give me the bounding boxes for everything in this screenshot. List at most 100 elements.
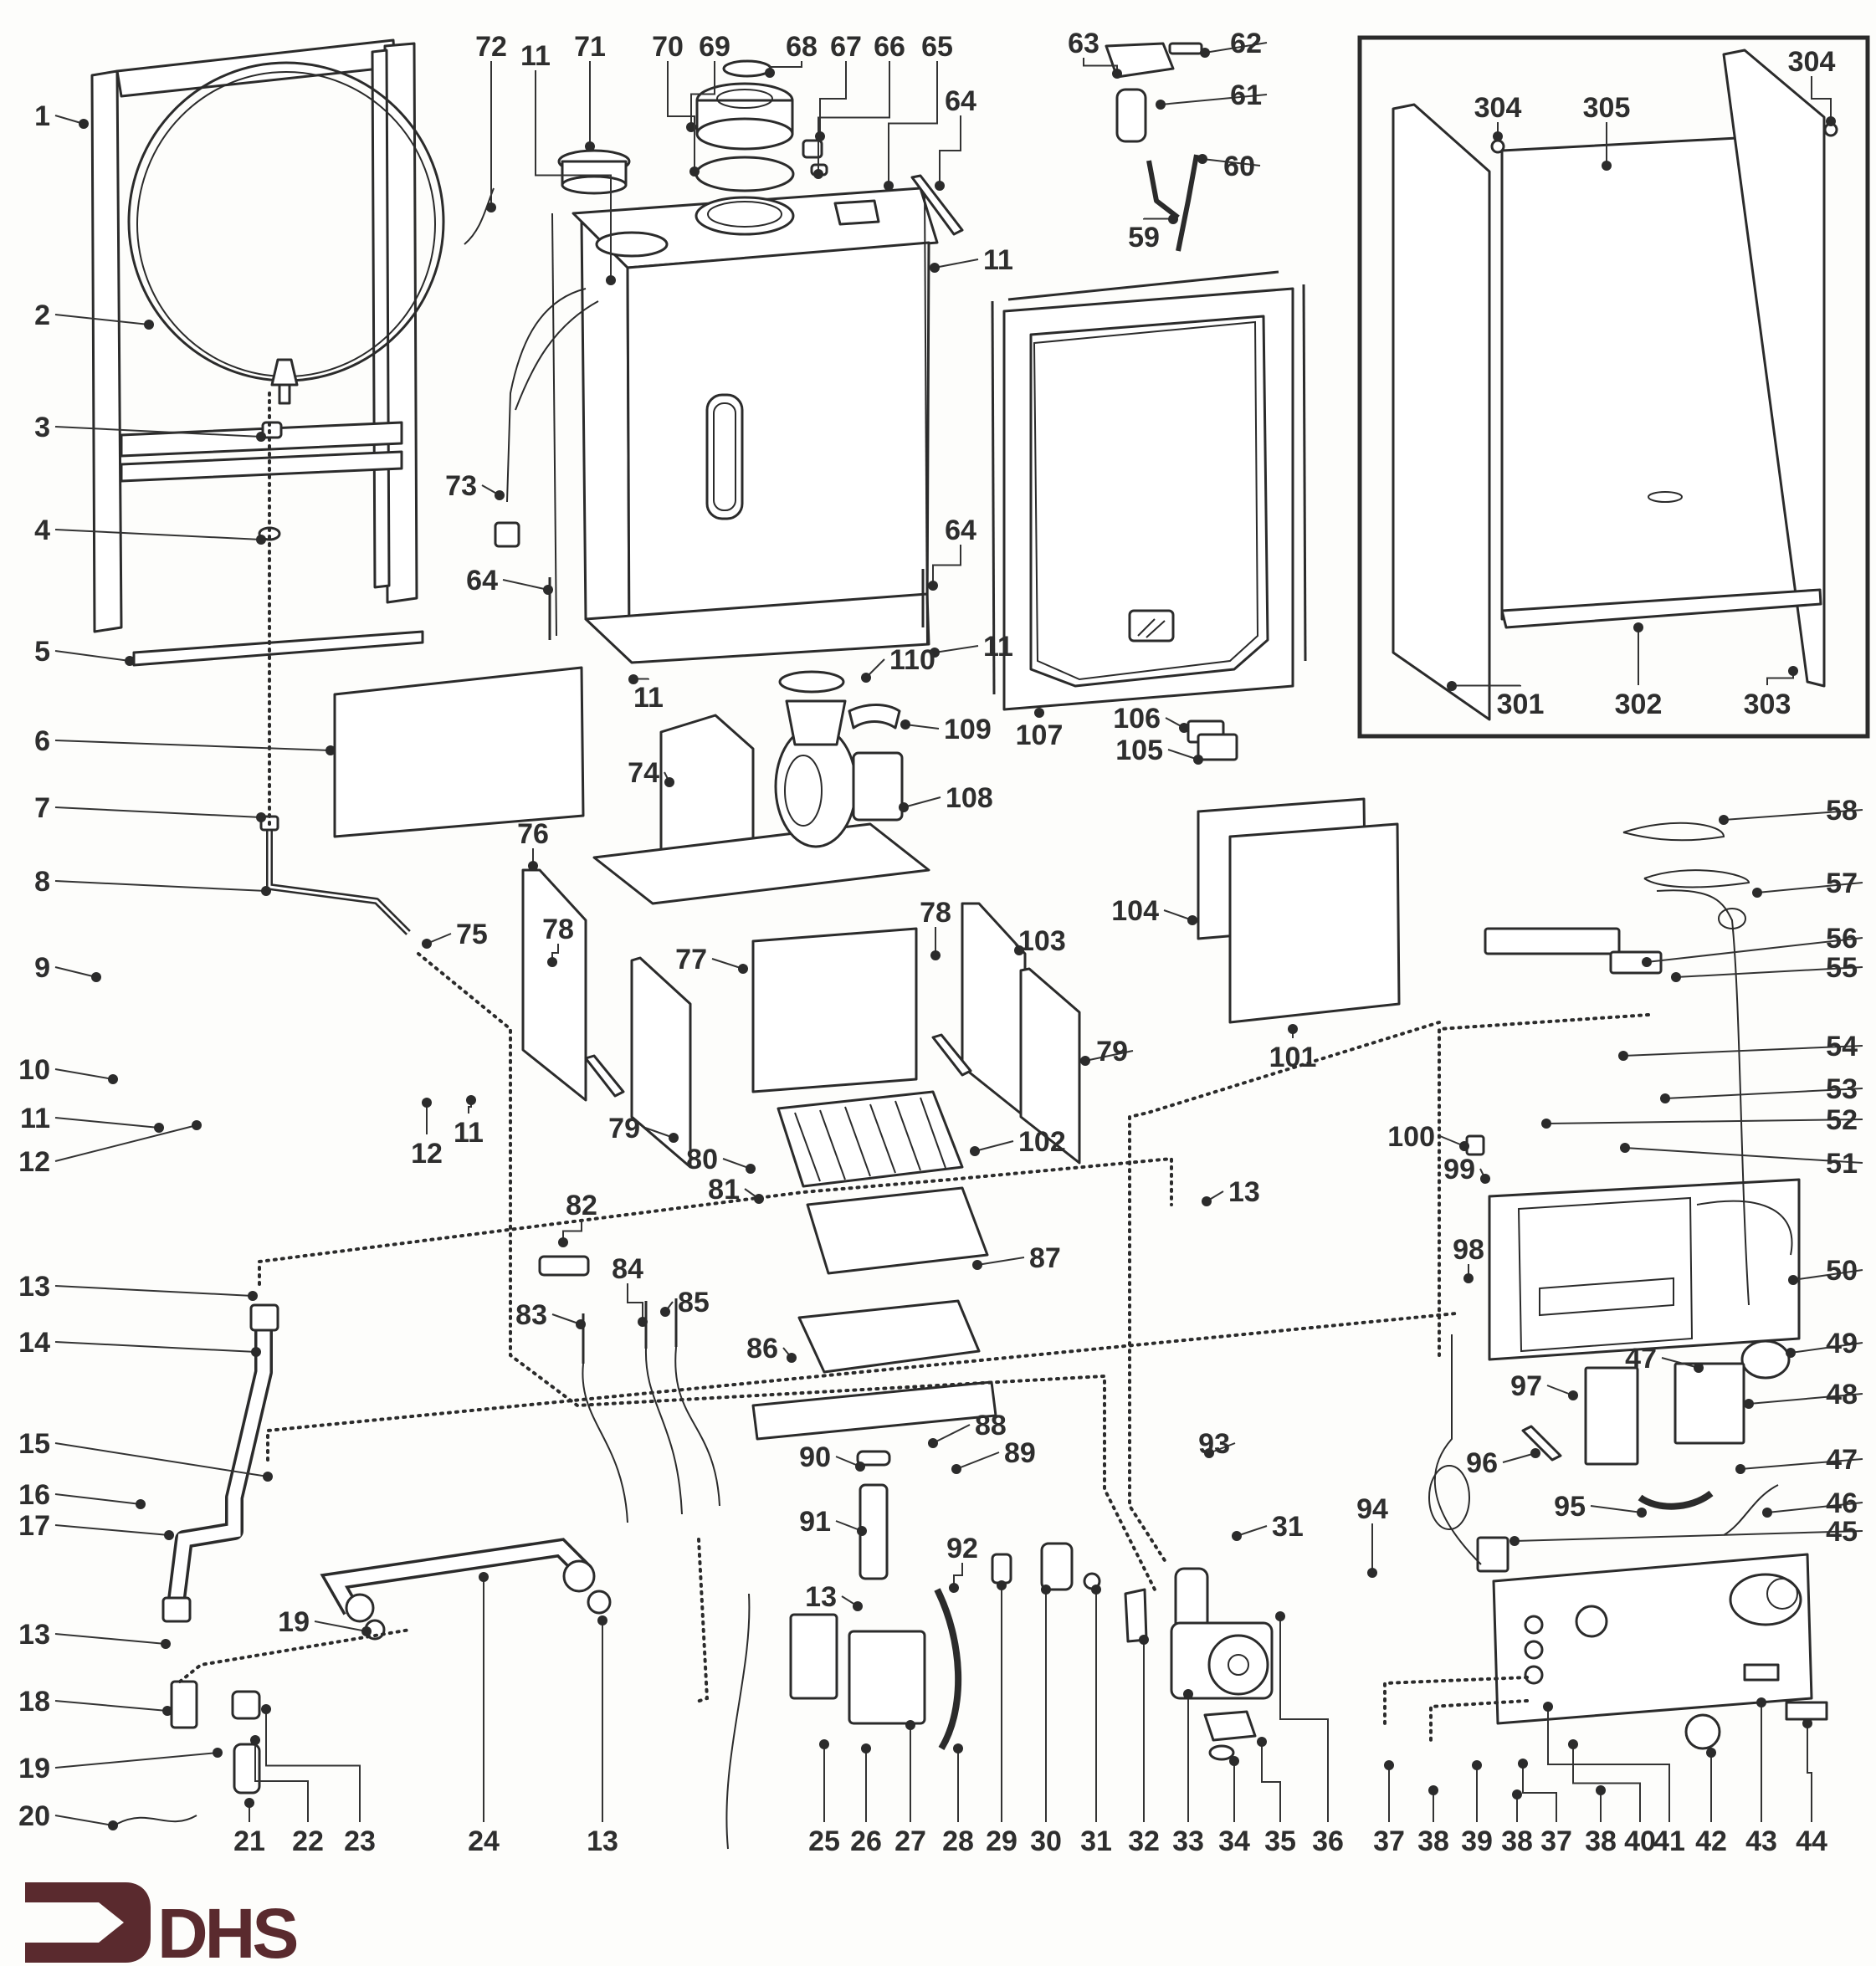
callout-label: 70: [652, 31, 684, 63]
leader-line: [314, 1620, 367, 1632]
callout-label: 47: [1826, 1444, 1858, 1476]
callout-label: 40: [1624, 1825, 1656, 1857]
leader-line: [769, 61, 802, 73]
leader-line: [818, 61, 890, 174]
callout-label: 13: [18, 1271, 50, 1303]
callout-label: 68: [786, 31, 818, 63]
badge-drawing: [1785, 1701, 1828, 1721]
callout-64-1: 64: [935, 85, 976, 191]
callout-dot: [1202, 1196, 1212, 1206]
callout-dot: [479, 1572, 489, 1582]
callout-label: 1: [34, 100, 50, 132]
callout-dot: [256, 535, 266, 545]
callout-42: 42: [1695, 1748, 1727, 1857]
callout-label: 78: [920, 897, 951, 929]
callout-dot: [1034, 708, 1044, 718]
callout-11-2: 11: [520, 40, 616, 285]
callout-label: 99: [1443, 1154, 1475, 1185]
callout-dot: [422, 1098, 432, 1108]
callout-48: 48: [1744, 1379, 1863, 1411]
callout-49: 49: [1786, 1328, 1863, 1359]
callout-dot: [1541, 1119, 1551, 1129]
callout-label: 38: [1585, 1825, 1617, 1857]
callout-dot: [108, 1820, 118, 1830]
callout-dot: [248, 1291, 258, 1301]
callout-dot: [256, 812, 266, 822]
callout-91: 91: [799, 1506, 867, 1538]
callout-96: 96: [1466, 1447, 1540, 1479]
callout-dot: [597, 1615, 607, 1626]
callout-label: 62: [1230, 28, 1262, 59]
callout-13-4: 13: [587, 1615, 618, 1857]
callout-label: 38: [1417, 1825, 1449, 1857]
capillary-drawing: [1656, 889, 1750, 1306]
leader-line: [54, 1524, 170, 1536]
callout-dot: [244, 1798, 254, 1808]
frame-assembly-drawing: [90, 38, 445, 667]
callout-dot: [1596, 1785, 1606, 1795]
callout-13-2: 13: [1202, 1176, 1260, 1208]
callout-label: 14: [18, 1327, 50, 1359]
leader-line: [54, 966, 97, 978]
callout-51: 51: [1620, 1143, 1863, 1180]
leader-line: [1522, 1764, 1557, 1822]
callout-label: 50: [1826, 1255, 1858, 1287]
callout-78-2: 78: [920, 897, 951, 960]
leader-line: [1664, 1088, 1863, 1099]
callout-44: 44: [1796, 1718, 1827, 1857]
callout-54: 54: [1618, 1031, 1863, 1062]
callout-39: 39: [1461, 1760, 1493, 1857]
callout-dot: [951, 1464, 961, 1474]
leader-line: [54, 1442, 269, 1477]
leader-line: [54, 650, 131, 662]
callout-dot: [1183, 1689, 1193, 1699]
callout-56: 56: [1642, 923, 1863, 967]
callout-label: 92: [946, 1533, 978, 1564]
callout-label: 13: [18, 1619, 50, 1651]
leader-line: [690, 61, 715, 127]
callout-dot: [1633, 622, 1643, 632]
callout-dot: [1637, 1508, 1647, 1518]
callout-dot: [1367, 1568, 1377, 1578]
main-pcb-drawing: [1674, 1362, 1745, 1445]
callout-label: 101: [1269, 1042, 1317, 1073]
callout-label: 94: [1356, 1493, 1388, 1525]
callout-dot: [638, 1317, 648, 1327]
burner-drawing: [806, 1186, 989, 1275]
callout-label: 3: [34, 412, 50, 443]
callout-37-2: 37: [1518, 1759, 1572, 1857]
callout-label: 90: [799, 1441, 831, 1473]
callout-dot: [1156, 100, 1166, 110]
callout-63: 63: [1068, 28, 1122, 79]
callout-dot: [1080, 1056, 1090, 1066]
leader-line: [1590, 1505, 1643, 1513]
callout-dot: [1197, 154, 1207, 164]
callout-302: 302: [1615, 622, 1663, 720]
callout-dot: [576, 1319, 586, 1329]
callout-dot: [1802, 1718, 1812, 1728]
callout-dot: [1193, 755, 1203, 765]
side-panel-103-drawing: [961, 902, 1027, 1119]
callout-label: 83: [515, 1299, 547, 1331]
callout-label: 87: [1029, 1242, 1061, 1274]
callout-21: 21: [233, 1798, 265, 1857]
callout-dot: [543, 585, 553, 595]
callout-12-2: 12: [411, 1098, 443, 1170]
leader-line: [905, 724, 940, 730]
callout-67: 67: [815, 31, 862, 141]
leader-line: [939, 115, 961, 186]
callout-label: 302: [1615, 689, 1663, 720]
callout-36: 36: [1275, 1611, 1344, 1857]
leader-line: [54, 1117, 160, 1129]
callout-101: 101: [1269, 1024, 1317, 1073]
callout-94: 94: [1356, 1493, 1388, 1578]
callout-label: 303: [1744, 689, 1791, 720]
callout-label: 13: [805, 1581, 837, 1613]
callout-dot: [1568, 1739, 1578, 1749]
callout-label: 53: [1826, 1073, 1858, 1105]
callout-64-2: 64: [928, 515, 976, 591]
callout-dot: [815, 131, 825, 141]
callout-label: 4: [34, 515, 50, 546]
leader-line: [667, 61, 695, 172]
